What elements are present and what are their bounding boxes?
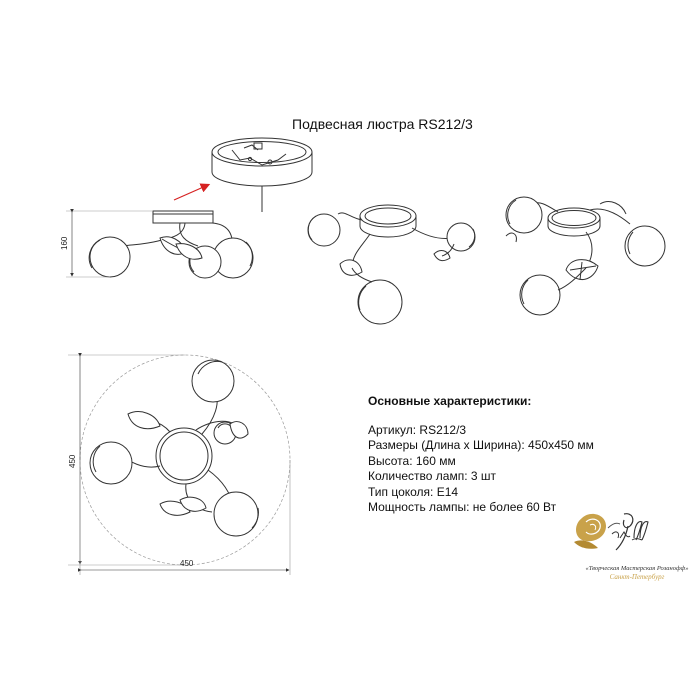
rose-logo-icon [574, 513, 649, 551]
drawing-title: Подвесная люстра RS212/3 [292, 116, 473, 132]
specifications-heading: Основные характеристики: [368, 394, 532, 408]
spec-lamp-count: Количество ламп: 3 шт [368, 469, 496, 483]
spec-socket-type: Тип цоколя: E14 [368, 484, 459, 499]
top-height-label: 450 [68, 454, 77, 468]
top-width-label: 450 [180, 559, 194, 568]
specifications-block: Основные характеристики: Артикул: RS212/… [368, 394, 668, 516]
side-height-dimension [66, 209, 153, 278]
spec-height: Высота: 160 мм [368, 453, 456, 468]
perspective-view-left [307, 204, 476, 325]
canopy-detail [211, 137, 313, 212]
brand-city: Санкт-Петербург [609, 573, 665, 581]
detail-arrow [173, 183, 211, 201]
top-view [68, 353, 291, 575]
brand-caption: «Творческая Мастерская Розанофф» Санкт-П… [578, 565, 696, 581]
side-view [88, 210, 254, 279]
spec-article: Артикул: RS212/3 [368, 422, 467, 437]
spec-lamp-power: Мощность лампы: не более 60 Вт [368, 500, 557, 514]
side-height-label: 160 [60, 236, 69, 250]
brand-name: «Творческая Мастерская Розанофф» [585, 565, 689, 572]
spec-dimensions: Размеры (Длина х Ширина): 450х450 мм [368, 438, 594, 452]
perspective-view-right [505, 196, 666, 316]
